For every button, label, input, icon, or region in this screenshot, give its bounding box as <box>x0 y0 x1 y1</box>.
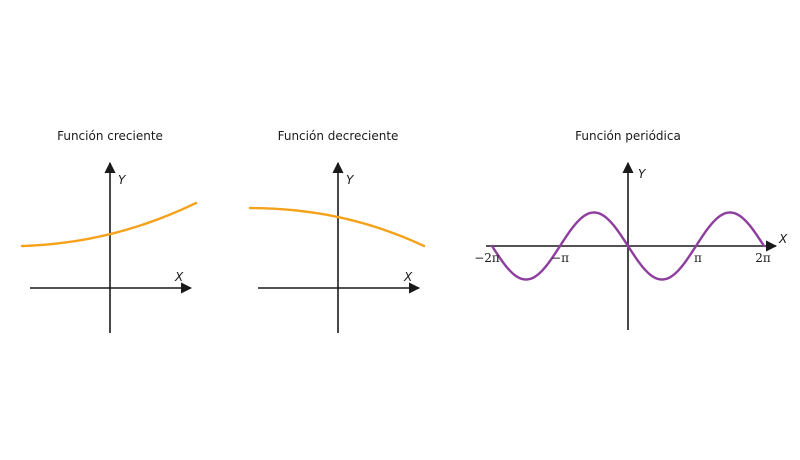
periodic-curve <box>490 211 766 281</box>
y-axis-label: Y <box>638 167 647 181</box>
tick-label-pi: π <box>694 251 702 265</box>
tick-label-minus-2pi: −2π <box>474 251 500 265</box>
tick-label-minus-pi: −π <box>551 251 569 265</box>
x-axis-label: X <box>403 270 413 284</box>
x-axis-label: X <box>174 270 184 284</box>
y-axis-label: Y <box>346 173 355 187</box>
panel-periodic-function: Función periódica X Y −2π −π π 2π <box>474 129 788 330</box>
decreasing-curve <box>248 206 426 248</box>
tick-label-2pi: 2π <box>755 251 771 265</box>
x-axis-label: X <box>778 232 788 246</box>
increasing-curve <box>20 201 198 248</box>
panel-title: Función decreciente <box>278 129 399 143</box>
panel-decreasing-function: Función decreciente X Y <box>248 129 426 333</box>
y-axis-label: Y <box>118 173 127 187</box>
panel-increasing-function: Función creciente X Y <box>20 129 198 333</box>
panel-title: Función periódica <box>575 129 681 143</box>
panel-title: Función creciente <box>57 129 163 143</box>
